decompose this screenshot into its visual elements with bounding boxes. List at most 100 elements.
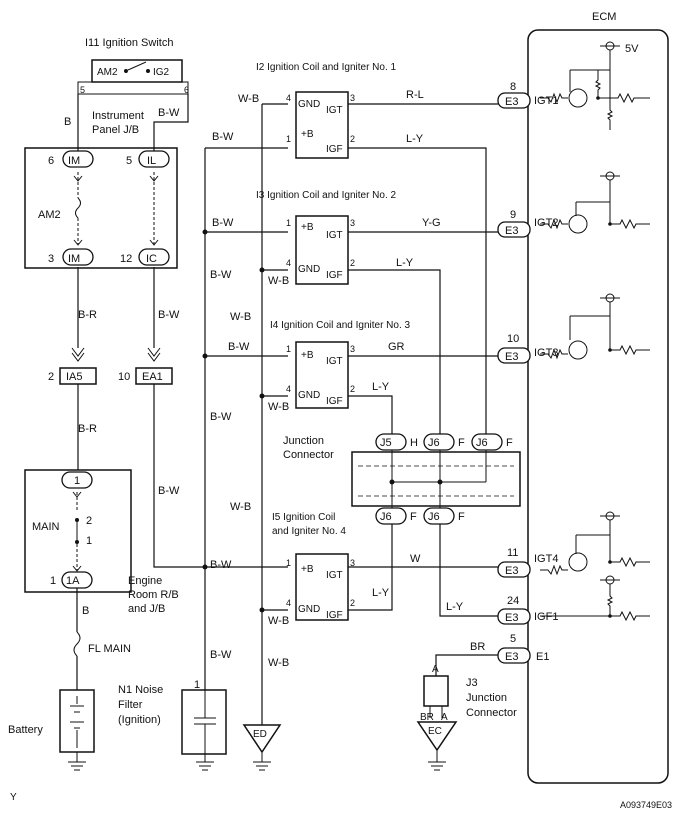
wire-label-br-e1: BR: [470, 641, 485, 653]
j3-label-3: Connector: [466, 707, 517, 719]
svg-text:IGT3: IGT3: [534, 347, 558, 359]
svg-text:2: 2: [48, 371, 54, 383]
connector-ea1: 10 EA1: [118, 347, 173, 385]
ecm-transistor-igt3: [540, 293, 650, 360]
wire-label-b-top: B: [64, 116, 71, 128]
wire-label-w: W: [410, 553, 421, 565]
svg-text:9: 9: [510, 209, 516, 221]
noise-filter-label-3: (Ignition): [118, 714, 161, 726]
svg-text:IGT: IGT: [326, 230, 343, 241]
svg-text:+B: +B: [301, 350, 314, 361]
wire-label-wb-3: W-B: [230, 311, 251, 323]
svg-text:1: 1: [50, 575, 56, 587]
noise-filter: 1: [181, 679, 227, 771]
svg-text:1: 1: [286, 558, 291, 568]
ecm-transistor-igt4: [540, 511, 650, 576]
svg-text:A: A: [432, 664, 439, 675]
svg-text:E3: E3: [505, 351, 518, 363]
fl-main-label: FL MAIN: [88, 643, 131, 655]
svg-text:IGF1: IGF1: [534, 611, 558, 623]
ignition-switch: AM2 IG2 5 6: [77, 59, 189, 95]
wire-label-bw-4: B-W: [228, 341, 250, 353]
wire-label-bw-switch: B-W: [158, 107, 180, 119]
svg-text:2: 2: [350, 258, 355, 268]
wire-label-bw-5: B-W: [210, 411, 232, 423]
footer-mark: Y: [10, 792, 17, 803]
svg-text:IGF: IGF: [326, 270, 343, 281]
svg-text:IGT4: IGT4: [534, 553, 558, 565]
ecm-pin-igt1: 8 E3 IGT1: [497, 81, 558, 109]
svg-text:IG2: IG2: [153, 67, 170, 78]
svg-text:E3: E3: [505, 96, 518, 108]
svg-text:4: 4: [286, 93, 291, 103]
svg-text:3: 3: [350, 344, 355, 354]
battery-label: Battery: [8, 724, 43, 736]
svg-text:EA1: EA1: [142, 371, 163, 383]
wire-label-ly-2: L-Y: [396, 257, 414, 269]
ecm-pin-igf1: 24 E3 IGF1: [497, 595, 558, 625]
ecm-outline: [527, 29, 669, 784]
svg-text:11: 11: [507, 547, 518, 559]
connector-ia5: 2 IA5: [48, 347, 97, 385]
svg-text:J6: J6: [476, 437, 488, 449]
wire-label-wb-1: W-B: [238, 93, 259, 105]
wire-label-br-2: B-R: [78, 423, 97, 435]
wire-label-bw-coil4: B-W: [210, 559, 232, 571]
svg-text:IA5: IA5: [66, 371, 83, 383]
svg-text:J6: J6: [380, 511, 392, 523]
wire-label-br-1: B-R: [78, 309, 97, 321]
main-fusible-block: 1 2 1 MAIN 1 1A: [24, 469, 132, 593]
svg-text:J6: J6: [428, 437, 440, 449]
coil2-title: I3 Ignition Coil and Igniter No. 2: [256, 190, 397, 201]
svg-text:2: 2: [350, 598, 355, 608]
wire-label-rl: R-L: [406, 89, 424, 101]
instrument-panel-label-2: Panel J/B: [92, 124, 139, 136]
wire-bw-switch-il: [153, 94, 189, 151]
svg-text:1: 1: [74, 475, 80, 487]
wire-ly-igf-ecm: [439, 524, 498, 617]
wire-label-ly-3: L-Y: [372, 381, 390, 393]
wire-label-wb-2: W-B: [268, 275, 289, 287]
svg-text:H: H: [410, 437, 418, 449]
j3-label-1: J3: [466, 677, 478, 689]
svg-text:5: 5: [510, 633, 516, 645]
svg-text:IM: IM: [68, 155, 80, 167]
svg-text:10: 10: [118, 371, 130, 383]
svg-text:6: 6: [48, 155, 54, 167]
svg-text:3: 3: [350, 558, 355, 568]
footer-code: A093749E03: [620, 800, 672, 810]
svg-text:E3: E3: [505, 225, 518, 237]
wire-label-bw-1: B-W: [212, 131, 234, 143]
fl-main-fuse-icon: [73, 631, 81, 657]
svg-text:1: 1: [286, 344, 291, 354]
svg-text:J5: J5: [380, 437, 392, 449]
svg-text:GND: GND: [298, 99, 320, 110]
ignition-switch-title: I11 Ignition Switch: [85, 37, 173, 49]
svg-text:IGT: IGT: [326, 356, 343, 367]
svg-text:+B: +B: [301, 564, 314, 575]
ecm-pin-e1: 5 E3 E1: [497, 633, 549, 664]
wire-ly-igf2: [348, 269, 441, 440]
svg-text:J6: J6: [428, 511, 440, 523]
ignition-coil-4: +B 1 IGT 3 GND 4 IGF 2: [286, 553, 355, 621]
wire-label-ly-5: L-Y: [446, 601, 464, 613]
svg-text:IGT2: IGT2: [534, 217, 558, 229]
coil1-title: I2 Ignition Coil and Igniter No. 1: [256, 62, 397, 73]
svg-text:5: 5: [126, 155, 132, 167]
svg-text:A: A: [441, 712, 448, 723]
svg-text:10: 10: [507, 333, 519, 345]
svg-text:IGT1: IGT1: [534, 95, 558, 107]
svg-text:AM2: AM2: [97, 67, 118, 78]
svg-text:IM: IM: [68, 253, 80, 265]
noise-filter-label-1: N1 Noise: [118, 684, 163, 696]
noise-filter-label-2: Filter: [118, 699, 143, 711]
svg-text:F: F: [458, 511, 465, 523]
coil3-title: I4 Ignition Coil and Igniter No. 3: [270, 320, 411, 331]
junction-label-2: Connector: [283, 449, 334, 461]
ground-ed-icon: ED: [242, 724, 282, 771]
svg-text:24: 24: [507, 595, 519, 607]
svg-text:12: 12: [120, 253, 132, 265]
svg-text:2: 2: [350, 134, 355, 144]
svg-text:4: 4: [286, 598, 291, 608]
